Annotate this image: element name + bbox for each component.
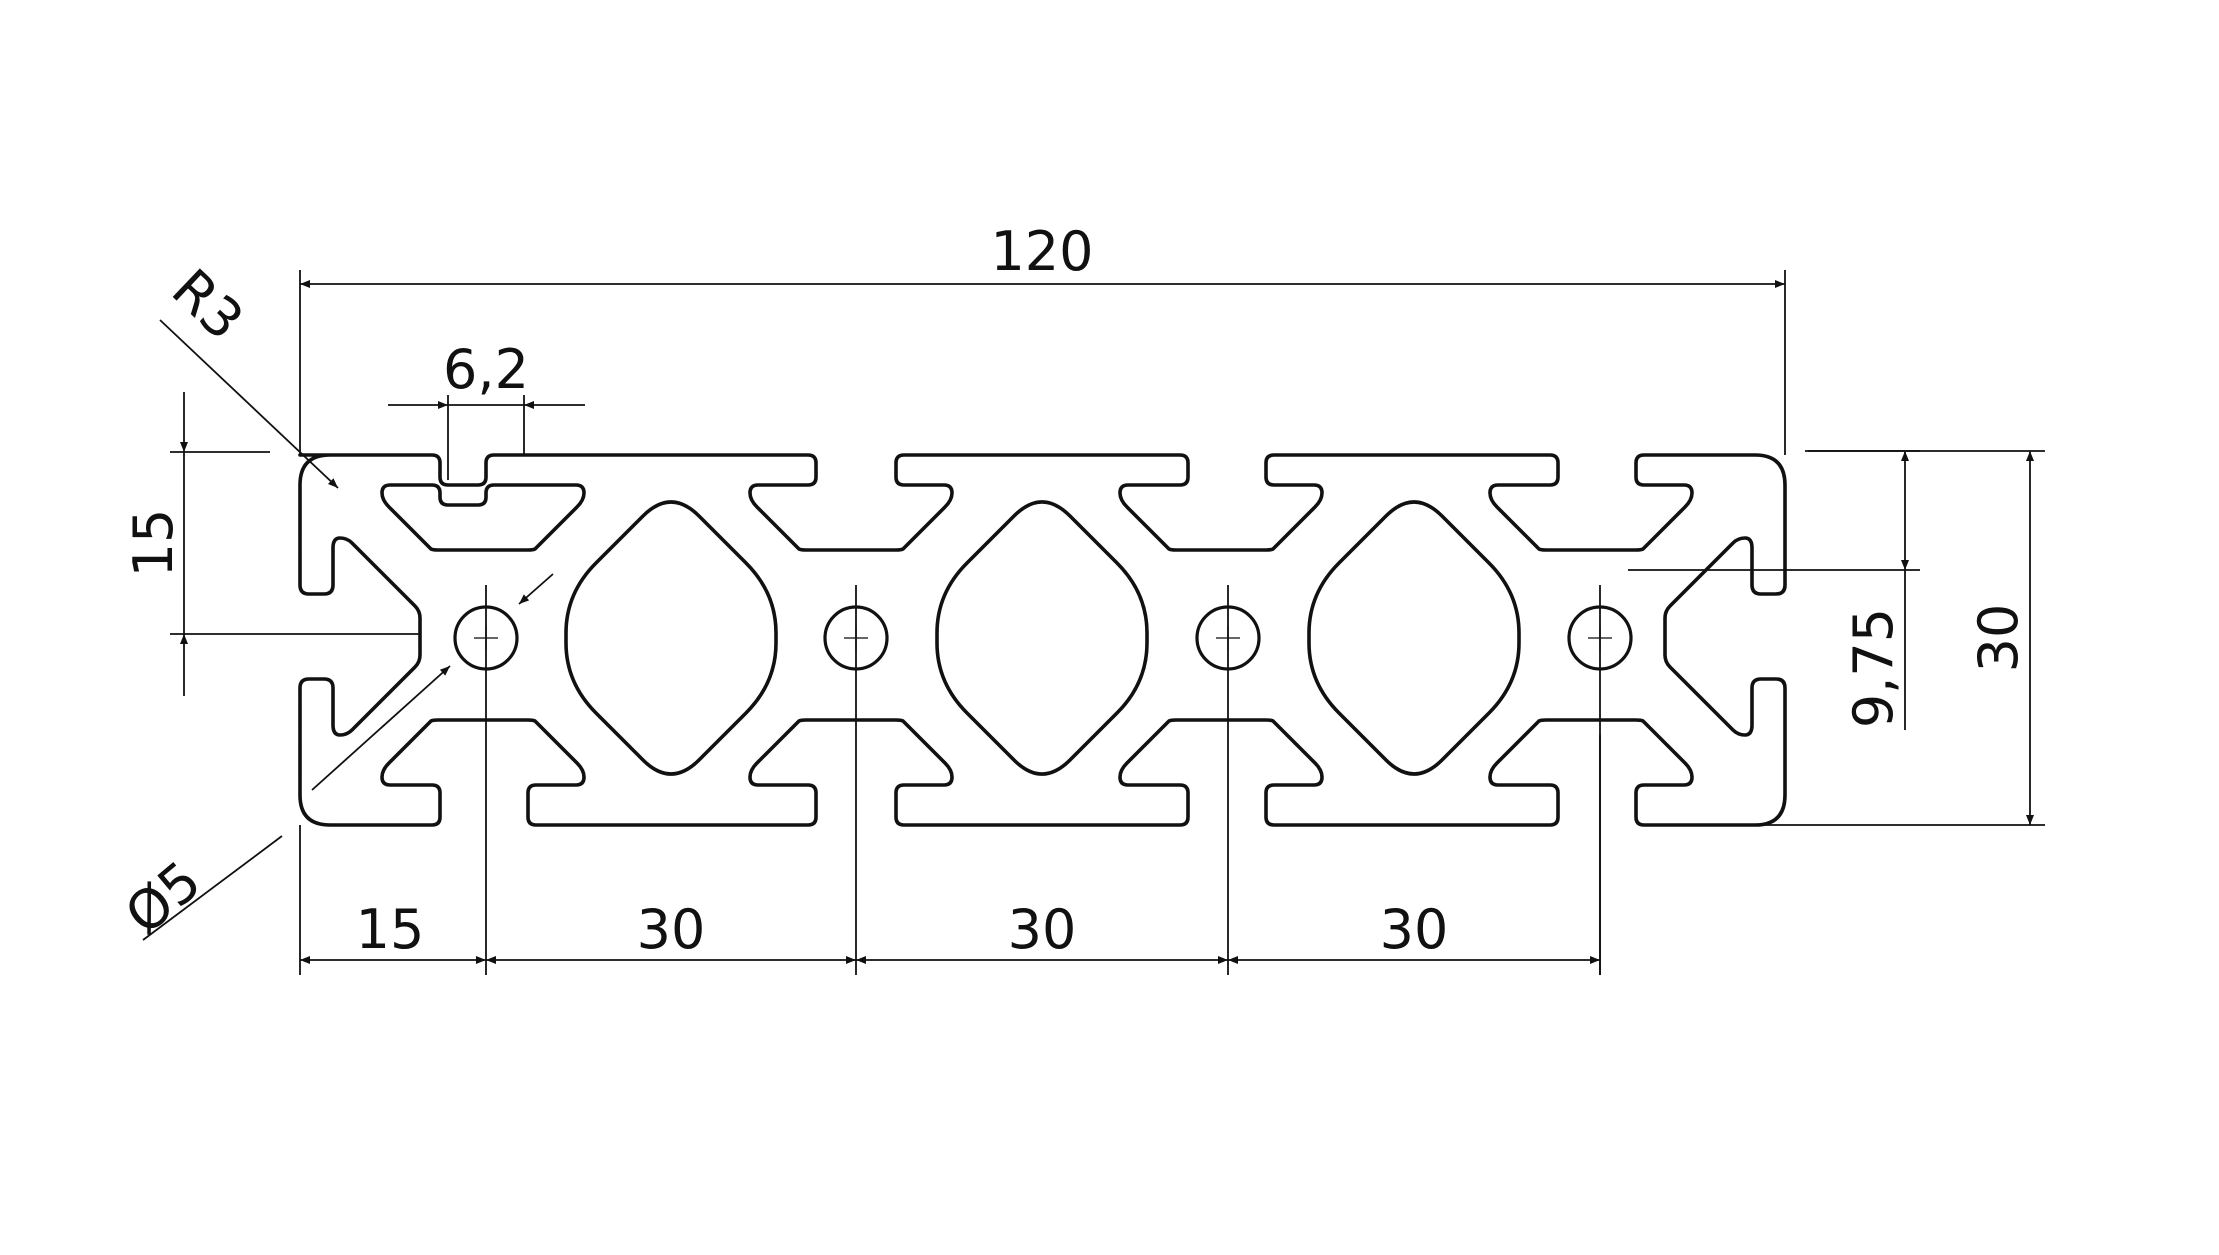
leader-diameter-inner [311, 665, 451, 791]
outer-contour [298, 453, 1787, 827]
bore-3 [1195, 585, 1261, 975]
leader-diameter [142, 835, 283, 941]
holes [453, 585, 1633, 975]
dim-text-pitch-1: 30 [637, 898, 706, 961]
dim-text-bore-diameter: Ø5 [113, 849, 212, 947]
leader-r3 [159, 319, 339, 489]
chamber-3 [1307, 500, 1521, 776]
dim-text-corner-radius: R3 [160, 257, 256, 352]
dim-text-slot-width: 6,2 [443, 338, 529, 401]
dim-text-pitch-2: 30 [1008, 898, 1077, 961]
tslot-upper-left [380, 483, 586, 552]
chamber-2 [935, 500, 1149, 776]
dim-text-overall-width: 120 [990, 220, 1093, 283]
dim-text-first-pitch: 15 [356, 898, 425, 961]
bore-2 [823, 585, 889, 975]
chamber-1 [564, 500, 778, 776]
leader-diameter-outer [518, 573, 554, 605]
dim-text-pitch-3: 30 [1380, 898, 1449, 961]
dim-text-half-height: 15 [122, 509, 185, 578]
profile-outline [298, 453, 1787, 827]
dim-text-overall-height: 30 [1967, 604, 2030, 673]
dim-text-slot-depth: 9,75 [1842, 608, 1905, 728]
dimensions: 120 6,2 R3 15 9,75 30 Ø5 [113, 220, 2045, 975]
bore-1 [453, 585, 519, 975]
chambers [564, 500, 1521, 776]
